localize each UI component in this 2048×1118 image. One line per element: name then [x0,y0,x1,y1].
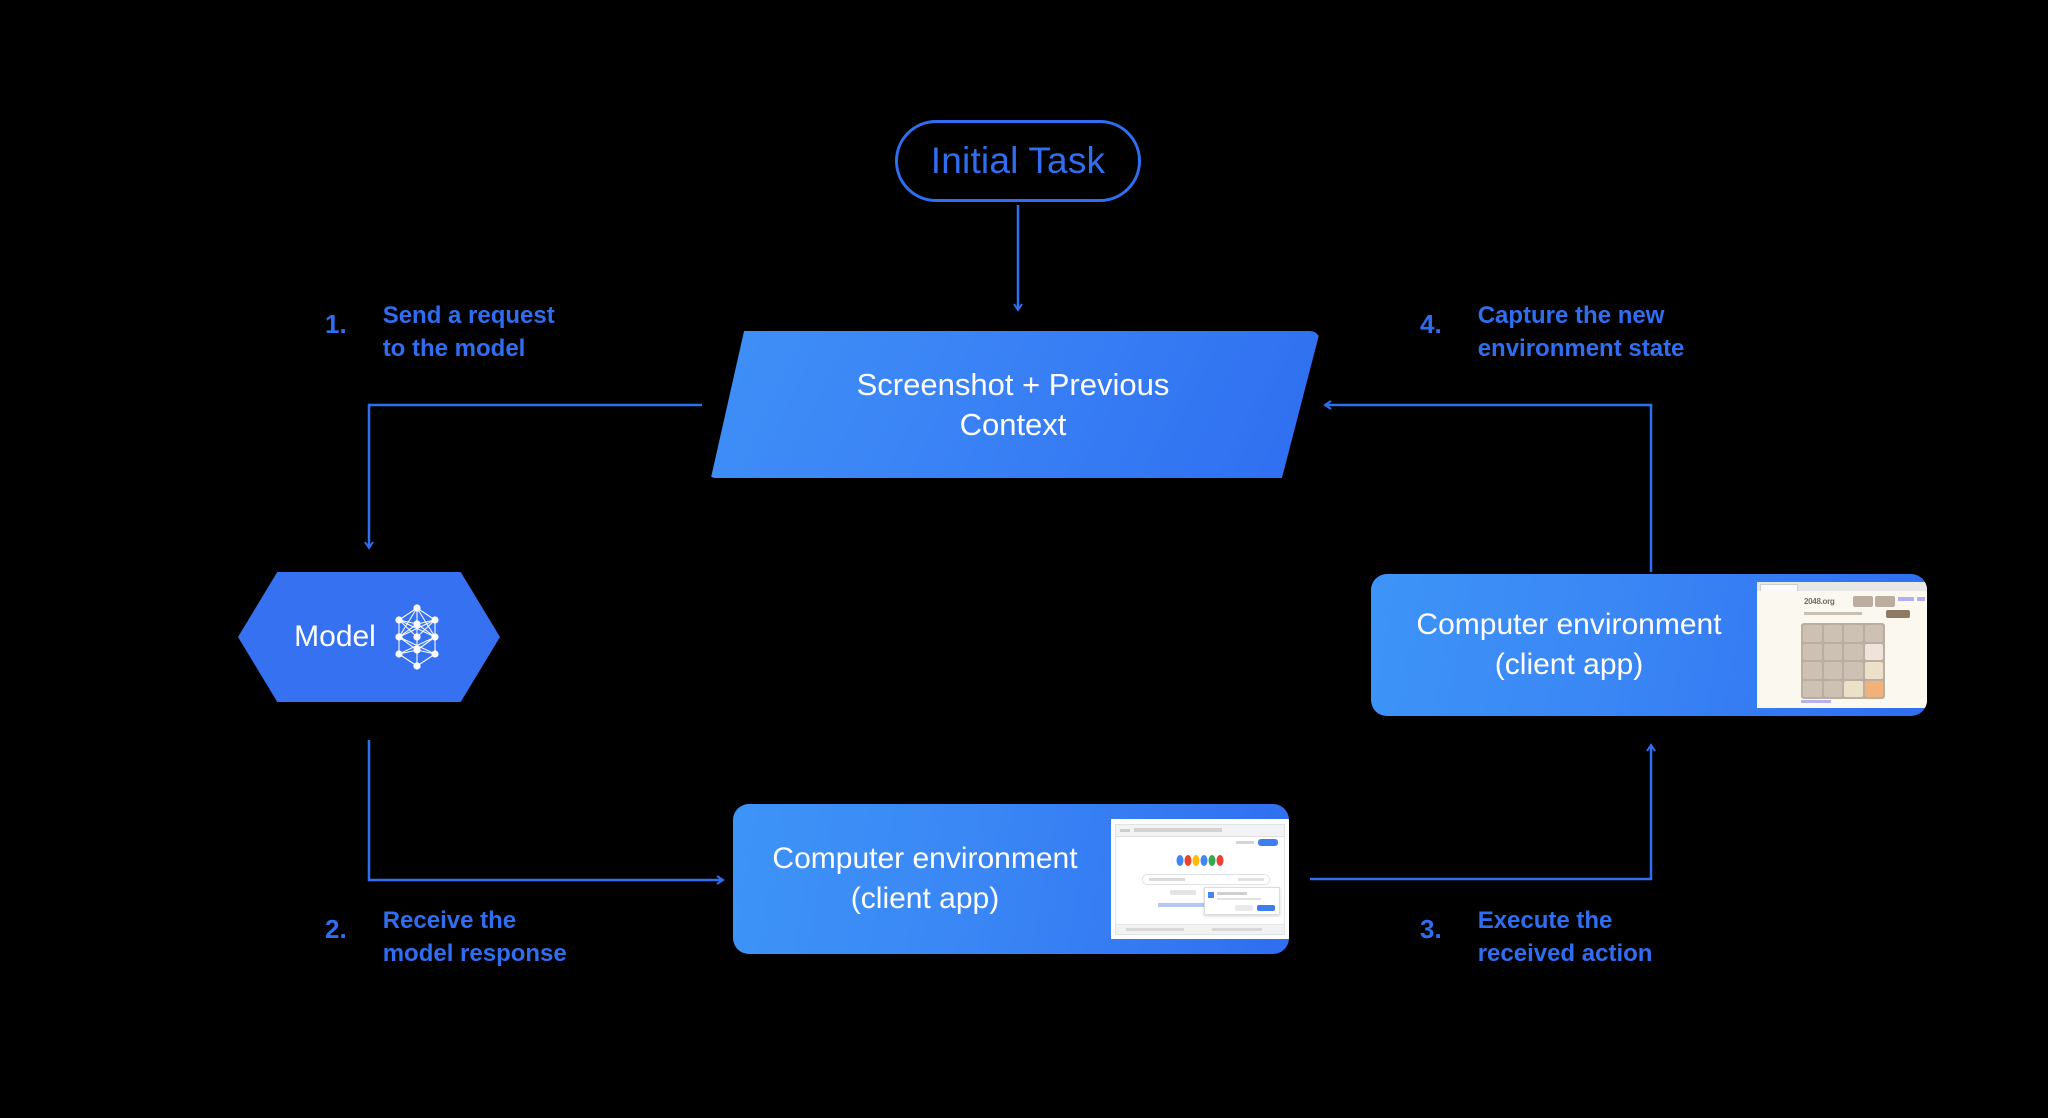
page-footer [1801,700,1885,704]
model-node: Model [238,572,500,702]
score-box [1853,596,1873,607]
step-2-text: Receive the model response [382,907,567,967]
context-node-shape [710,331,1320,478]
step-1-text: Send a request to the model [382,302,555,362]
grid-cell [1823,680,1842,697]
thumbnail-2048-game: 2048.org [1757,582,1927,708]
dialog-confirm-button [1257,905,1275,911]
env-card-bottom-line2: (client app) [850,882,1000,915]
page-body: 2048.org [1757,591,1927,708]
step-4-number: 4. [1420,309,1442,339]
header-links [1236,841,1254,844]
dialog-icon [1208,892,1214,898]
arrow-model-to-env-bottom [367,740,725,885]
grid-cell [1844,662,1863,679]
grid-cell [1823,662,1842,679]
step-3-number: 3. [1420,914,1442,944]
grid-cell [1803,625,1822,642]
model-node-shape [238,572,500,702]
grid-cell [1844,643,1863,660]
step-label-4: 4. Capture the new environment state [1420,300,1684,365]
env-card-right-title: Computer environment (client app) [1389,605,1749,684]
browser-window [1115,824,1285,935]
nav-link-1 [1898,597,1914,601]
step-label-2: 2. Receive the model response [325,905,567,970]
env-card-bottom-title: Computer environment (client app) [745,839,1105,918]
game-grid [1801,623,1885,699]
game-logo: 2048.org [1804,597,1835,606]
grid-cell [1803,662,1822,679]
grid-cell-tile-4 [1864,662,1883,679]
url-text [1134,828,1222,832]
thumbnail-google-search [1111,819,1289,939]
search-input [1142,874,1270,885]
google-logo-icon [1176,855,1224,866]
neural-network-icon [395,604,439,670]
step-3-text: Execute the received action [1477,907,1653,967]
grid-cell [1823,643,1842,660]
arrow-env-right-to-context [1323,400,1653,572]
browser-dialog [1204,887,1280,915]
dialog-cancel-button [1235,905,1253,911]
env-card-bottom: Computer environment (client app) [733,804,1289,954]
context-node: Screenshot + Previous Context [706,331,1320,478]
search-placeholder [1149,878,1185,881]
env-card-bottom-line1: Computer environment [772,842,1078,876]
browser-omnibar [1116,825,1284,837]
page-footer [1116,924,1284,934]
sign-in-button [1258,839,1278,846]
grid-cell [1803,680,1822,697]
new-game-button [1886,610,1910,618]
env-card-right: Computer environment (client app) 2048.o… [1371,574,1927,716]
grid-cell-tile-2 [1864,643,1883,660]
model-node-label: Model [294,620,376,653]
grid-cell [1864,625,1883,642]
arrow-context-to-model [364,403,702,550]
grid-cell-tile-4 [1844,680,1863,697]
search-icons [1238,878,1264,881]
step-label-1: 1. Send a request to the model [325,300,555,365]
nav-link-2 [1917,597,1925,601]
step-1-number: 1. [325,309,347,339]
toolbar-controls [1120,829,1130,832]
best-score-box [1875,596,1895,607]
dialog-body [1217,898,1261,900]
env-card-right-line2: (client app) [1494,648,1644,681]
step-label-3: 3. Execute the received action [1420,905,1652,970]
env-card-right-line1: Computer environment [1416,608,1722,642]
grid-cell [1803,643,1822,660]
grid-cell [1844,625,1863,642]
grid-cell-tile-8 [1864,680,1883,697]
language-links [1158,903,1242,907]
initial-task-node: Initial Task [895,120,1141,202]
initial-task-label: Initial Task [930,140,1106,181]
dialog-title [1217,892,1247,895]
grid-cell [1823,625,1842,642]
instructions-text [1804,612,1862,615]
step-4-text: Capture the new environment state [1477,302,1685,362]
arrow-env-bottom-to-env-right [1310,743,1656,881]
browser-tab [1760,583,1798,591]
step-2-number: 2. [325,914,347,944]
